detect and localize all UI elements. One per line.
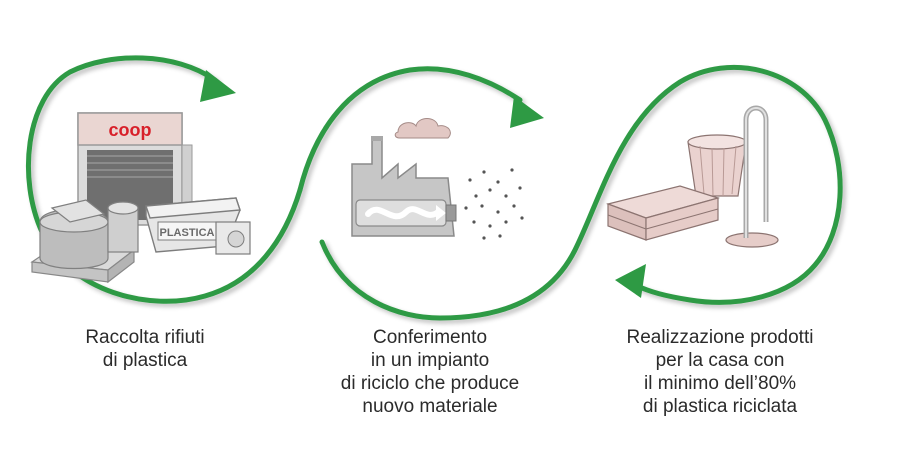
plastic-granules: [464, 168, 524, 240]
step-1-line-1: Raccolta rifiuti: [85, 327, 205, 348]
step-3-line-3: il minimo dell’80%: [643, 373, 797, 394]
step-3-line-1: Realizzazione prodotti: [626, 327, 814, 348]
arrowhead-1-icon: [200, 70, 236, 102]
step-2-line-3: di riciclo che produce: [340, 373, 520, 394]
step-2-line-4: nuovo materiale: [362, 396, 498, 417]
step-1-label: Raccolta rifiuti di plastica: [40, 326, 250, 372]
arrowheads: [200, 70, 646, 298]
coop-logo-text: coop: [109, 120, 152, 140]
recycling-plant-icon: [351, 118, 524, 240]
arrowhead-2-icon: [510, 96, 544, 128]
step-2-line-1: Conferimento: [372, 327, 488, 348]
arrowhead-3-icon: [615, 264, 646, 298]
plastica-box-text: PLASTICA: [160, 227, 215, 239]
step-2-line-2: in un impianto: [370, 350, 490, 371]
step-3-line-2: per la casa con: [655, 350, 785, 371]
step-2-label: Conferimento in un impianto di riciclo c…: [300, 326, 560, 418]
step-3-line-4: di plastica riciclata: [642, 396, 798, 417]
household-products-icon: [605, 105, 779, 248]
step-3-label: Realizzazione prodotti per la casa con i…: [595, 326, 845, 418]
step-1-line-2: di plastica: [102, 350, 188, 371]
flow-arrow-2: [297, 66, 523, 193]
flow-arrow-3: [319, 64, 843, 321]
coop-warehouse-icon: coop PLASTICA: [30, 112, 251, 284]
